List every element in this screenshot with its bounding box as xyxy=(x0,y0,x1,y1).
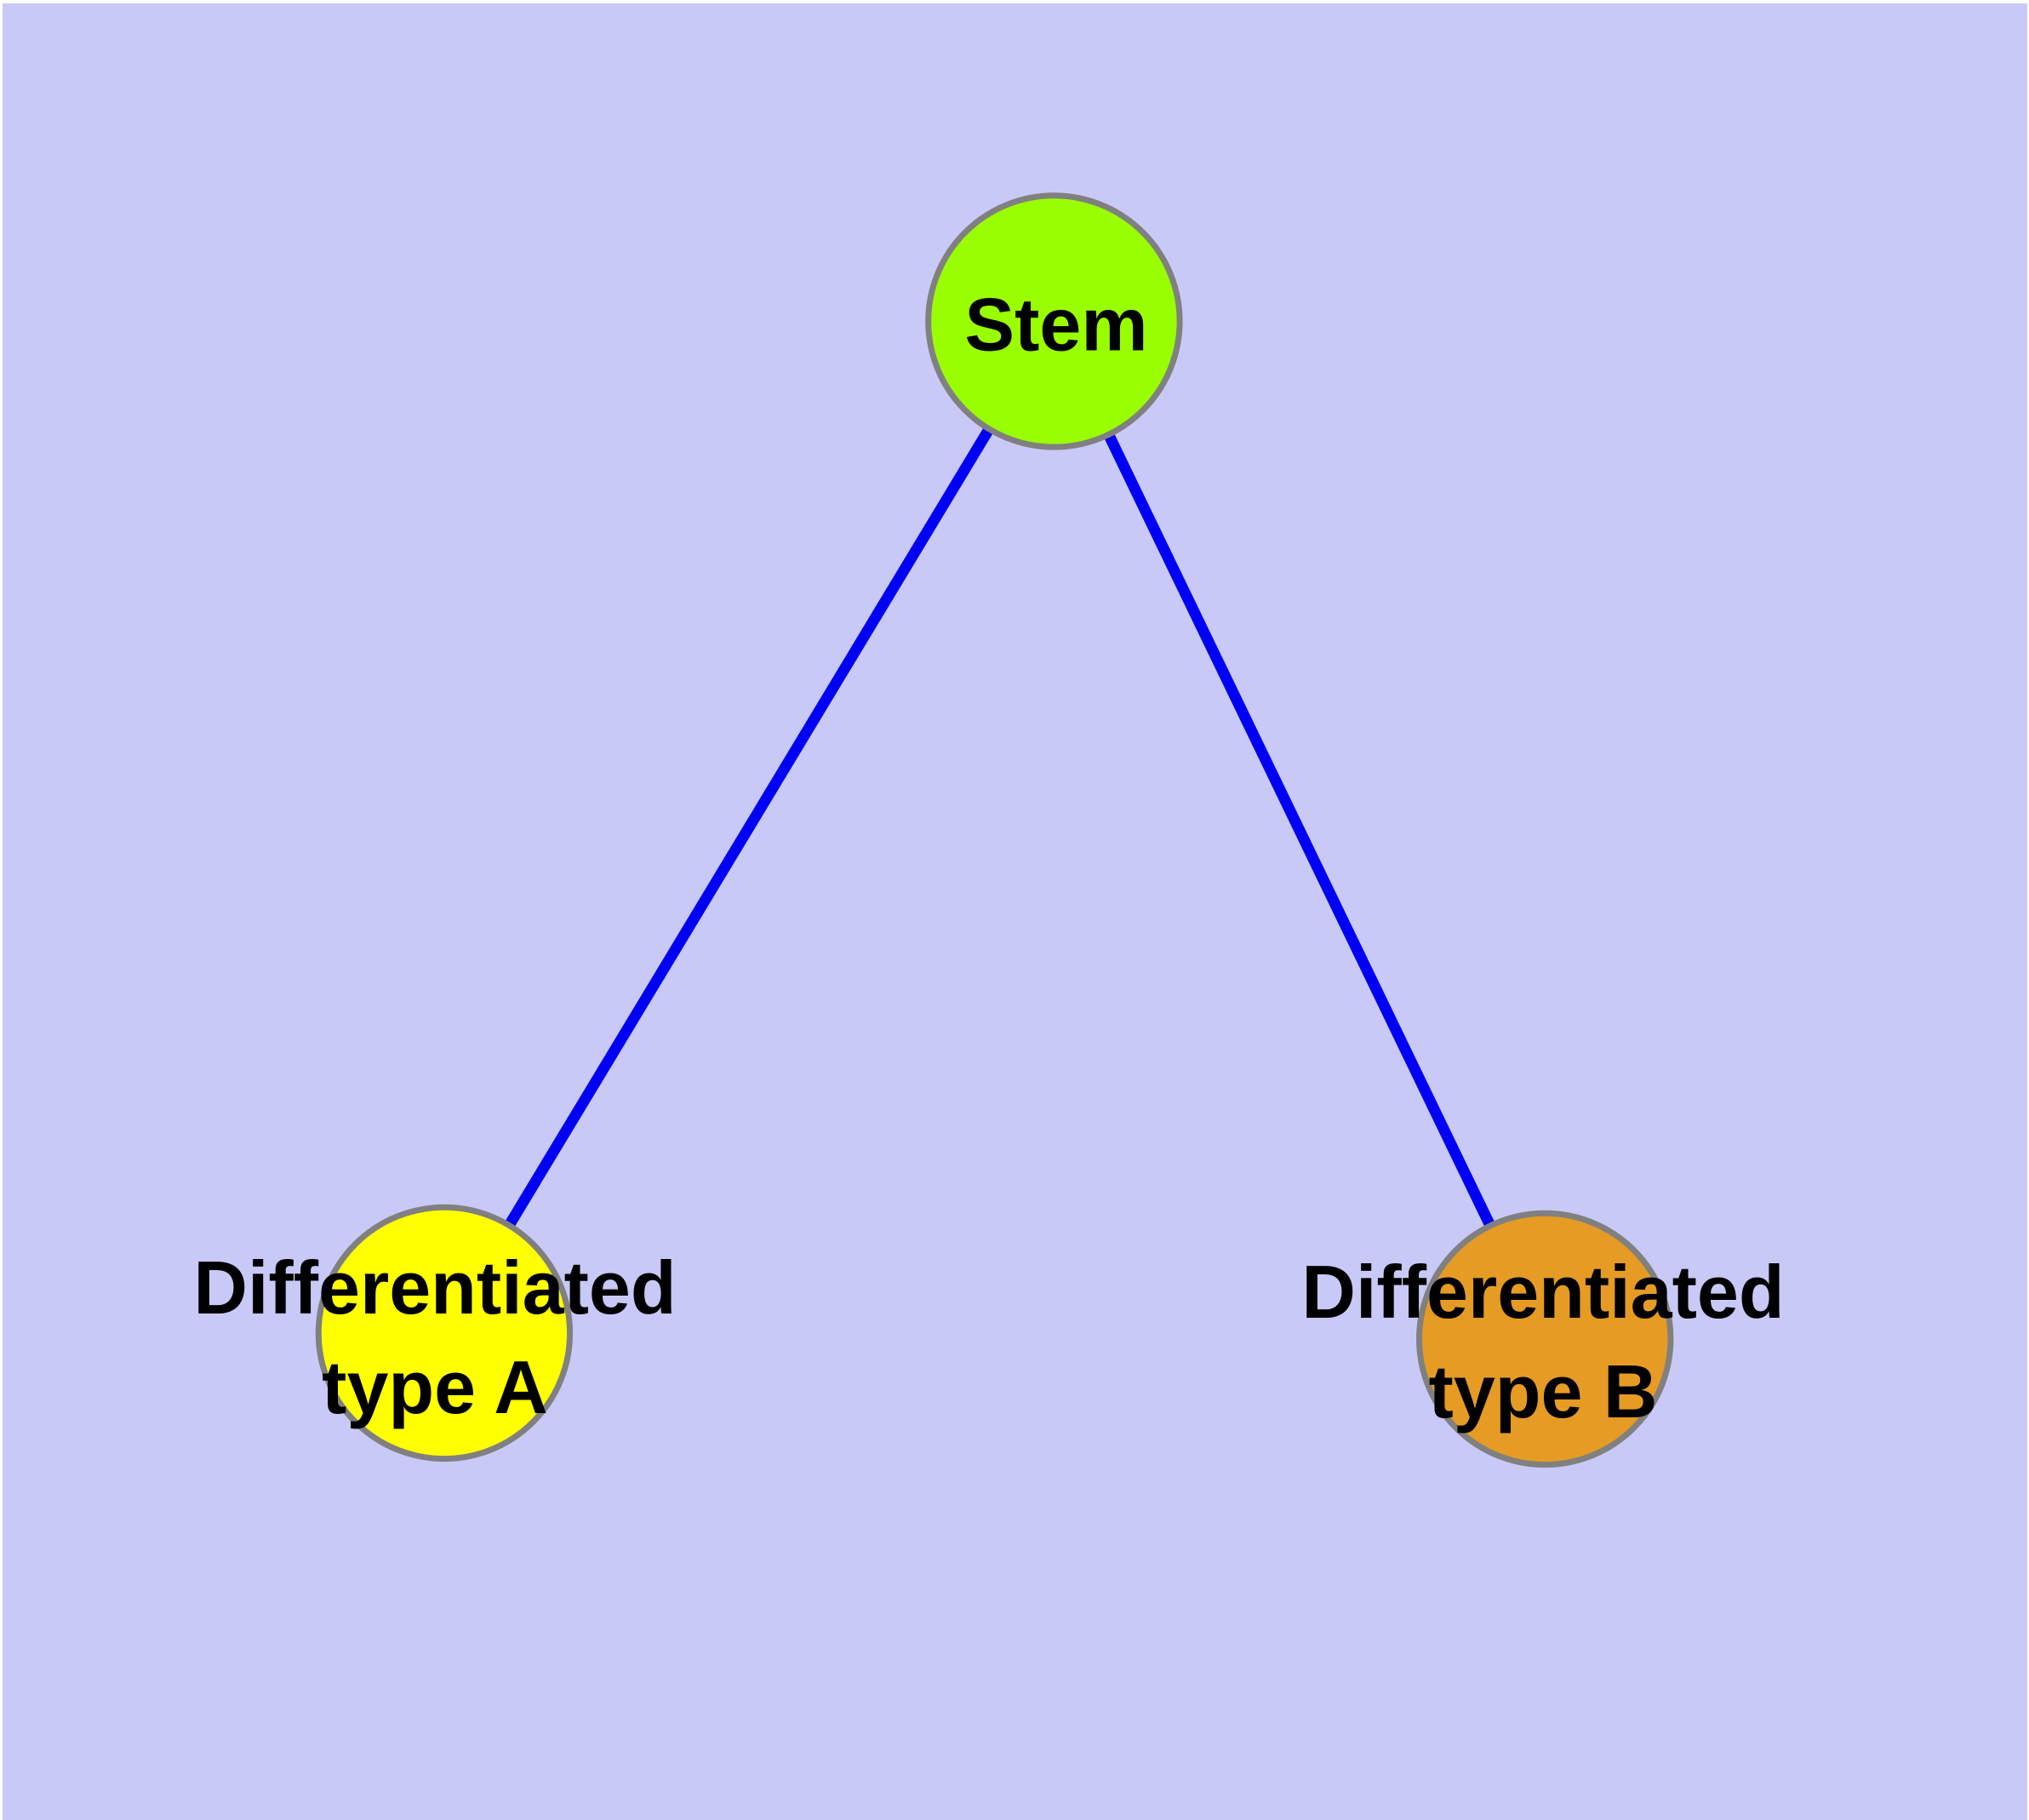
node-type-a-label: Differentiated type A xyxy=(193,1238,676,1437)
graph-svg xyxy=(315,192,1674,1468)
node-type-a-label-line2: type A xyxy=(322,1345,548,1429)
node-stem-circle xyxy=(925,192,1183,450)
node-type-a-circle xyxy=(315,1204,574,1462)
node-stem-label-text: Stem xyxy=(964,282,1148,367)
node-type-b-label-line1: Differentiated xyxy=(1301,1250,1785,1334)
node-type-b-label: Differentiated type B xyxy=(1301,1242,1784,1441)
edge-stem-to-type-b xyxy=(1049,318,1551,1342)
node-type-b-label-line2: type B xyxy=(1428,1349,1658,1434)
node-type-a-label-line1: Differentiated xyxy=(193,1245,677,1330)
node-stem-label: Stem xyxy=(964,275,1147,375)
node-type-b-circle xyxy=(1416,1210,1674,1468)
edge-stem-to-type-a xyxy=(439,318,1059,1336)
